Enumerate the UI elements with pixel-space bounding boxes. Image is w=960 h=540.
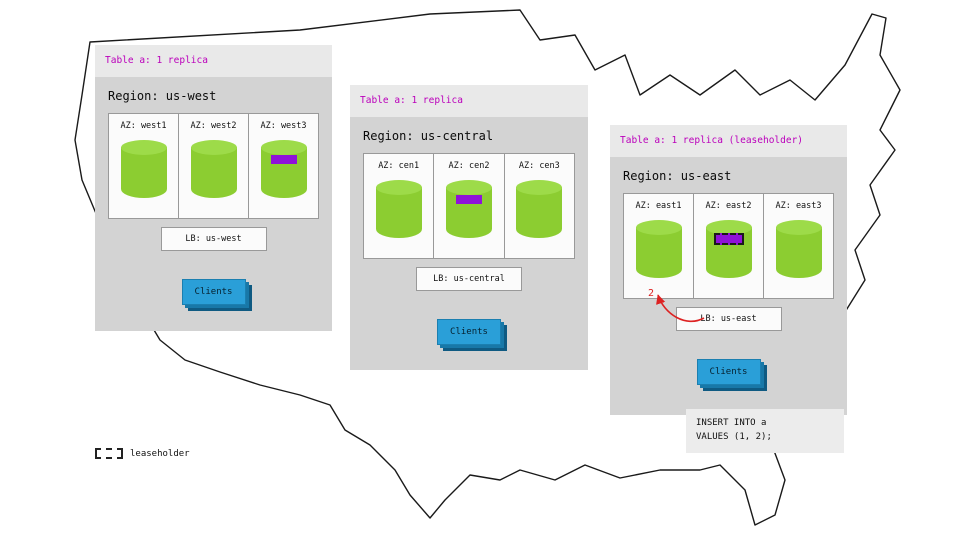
region-panel-us-east: Table a: 1 replica (leaseholder) Region:… xyxy=(610,125,847,415)
database-cylinder xyxy=(635,220,682,278)
region-title-us-east: Region: us-east xyxy=(623,169,732,183)
table-replica-label: Table a: 1 replica xyxy=(360,95,463,106)
az-label: AZ: cen3 xyxy=(518,161,560,171)
cylinder-top xyxy=(775,220,822,235)
az-label: AZ: west1 xyxy=(120,121,167,131)
az-column-west3: AZ: west3 xyxy=(249,114,318,218)
region-body-us-central: Region: us-central AZ: cen1 AZ: cen2 xyxy=(350,117,588,370)
cylinder-body xyxy=(635,227,682,278)
region-body-us-west: Region: us-west AZ: west1 AZ: west2 xyxy=(95,77,332,331)
database-cylinder xyxy=(190,140,237,198)
database-cylinder xyxy=(445,180,492,238)
region-panel-us-central: Table a: 1 replica Region: us-central AZ… xyxy=(350,85,588,370)
az-column-cen3: AZ: cen3 xyxy=(505,154,574,258)
az-label: AZ: cen2 xyxy=(448,161,490,171)
database-cylinder xyxy=(120,140,167,198)
region-body-us-east: Region: us-east AZ: east1 AZ: east2 xyxy=(610,157,847,415)
cylinder-top xyxy=(190,140,237,155)
cylinder-top xyxy=(120,140,167,155)
sql-insert-note: INSERT INTO a VALUES (1, 2); xyxy=(686,409,844,453)
table-replica-label: Table a: 1 replica (leaseholder) xyxy=(620,135,804,146)
cylinder-top xyxy=(375,180,422,195)
cylinder-top xyxy=(260,140,307,155)
az-group-us-east: AZ: east1 AZ: east2 AZ: east3 xyxy=(623,193,834,299)
cylinder-body xyxy=(190,147,237,198)
load-balancer-us-central: LB: us-central xyxy=(416,267,522,291)
table-replica-header-us-central: Table a: 1 replica xyxy=(350,85,588,117)
region-panel-us-west: Table a: 1 replica Region: us-west AZ: w… xyxy=(95,45,332,331)
replica-chip xyxy=(270,155,297,164)
az-label: AZ: west2 xyxy=(190,121,237,131)
database-cylinder xyxy=(260,140,307,198)
region-title-us-west: Region: us-west xyxy=(108,89,217,103)
az-label: AZ: east3 xyxy=(775,201,822,211)
table-replica-label: Table a: 1 replica xyxy=(105,55,208,66)
az-label: AZ: east2 xyxy=(705,201,752,211)
database-cylinder xyxy=(775,220,822,278)
database-cylinder xyxy=(375,180,422,238)
sql-line-2: VALUES (1, 2); xyxy=(696,431,772,442)
leaseholder-legend-label: leaseholder xyxy=(130,448,190,459)
cylinder-top xyxy=(445,180,492,195)
replica-chip xyxy=(455,195,482,204)
cylinder-top xyxy=(705,220,752,235)
database-cylinder xyxy=(516,180,563,238)
az-column-east3: AZ: east3 xyxy=(764,194,833,298)
table-replica-header-us-east: Table a: 1 replica (leaseholder) xyxy=(610,125,847,157)
write-step-number: 2 xyxy=(648,288,655,299)
az-group-us-central: AZ: cen1 AZ: cen2 AZ: cen3 xyxy=(363,153,575,259)
table-replica-header-us-west: Table a: 1 replica xyxy=(95,45,332,77)
cylinder-top xyxy=(516,180,563,195)
sql-line-1: INSERT INTO a xyxy=(696,418,767,428)
az-label: AZ: west3 xyxy=(260,121,307,131)
az-column-cen1: AZ: cen1 xyxy=(364,154,435,258)
leaseholder-legend: leaseholder xyxy=(95,448,190,459)
region-title-us-central: Region: us-central xyxy=(363,129,494,143)
az-label: AZ: cen1 xyxy=(378,161,420,171)
az-column-cen2: AZ: cen2 xyxy=(434,154,505,258)
load-balancer-us-east: LB: us-east xyxy=(675,307,782,331)
database-cylinder xyxy=(705,220,752,278)
leaseholder-replica-chip xyxy=(713,233,744,245)
cylinder-body xyxy=(516,187,563,238)
clients-node-us-west: Clients xyxy=(181,279,246,305)
leaseholder-legend-chip xyxy=(95,448,123,459)
clients-node-us-central: Clients xyxy=(437,319,501,345)
az-column-east1: AZ: east1 xyxy=(624,194,694,298)
az-column-west1: AZ: west1 xyxy=(109,114,179,218)
az-label: AZ: east1 xyxy=(635,201,682,211)
clients-node-us-east: Clients xyxy=(696,359,761,385)
az-column-west2: AZ: west2 xyxy=(179,114,249,218)
cylinder-body xyxy=(375,187,422,238)
az-group-us-west: AZ: west1 AZ: west2 AZ: west3 xyxy=(108,113,319,219)
cylinder-body xyxy=(120,147,167,198)
load-balancer-us-west: LB: us-west xyxy=(160,227,267,251)
az-column-east2: AZ: east2 xyxy=(694,194,764,298)
cylinder-top xyxy=(635,220,682,235)
cylinder-body xyxy=(775,227,822,278)
